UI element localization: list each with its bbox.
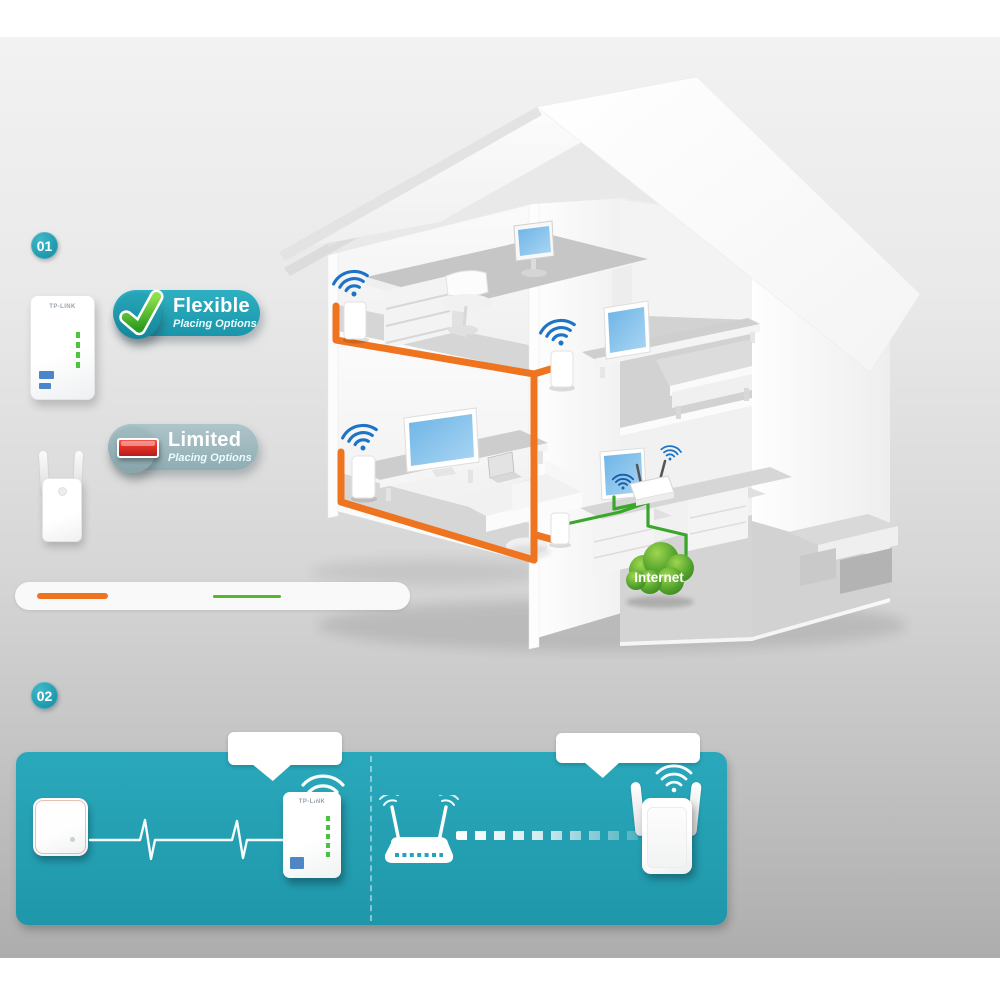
wifi-button-label xyxy=(290,857,304,869)
powerline-path xyxy=(332,302,558,564)
wifi-extender-living xyxy=(339,420,382,503)
living-tv xyxy=(403,407,480,477)
check-icon xyxy=(119,289,164,336)
wifi-icon xyxy=(301,774,345,808)
brand-label: TP-LINK xyxy=(298,799,326,805)
powerline-signal-icon xyxy=(88,818,290,861)
gable xyxy=(284,125,752,272)
flexible-title: Flexible xyxy=(173,295,250,317)
roof xyxy=(278,76,921,373)
office-monitor xyxy=(513,220,555,277)
limited-title: Limited xyxy=(168,429,242,451)
wifi-button-label xyxy=(39,371,54,379)
step-1-badge: 01 xyxy=(31,232,58,259)
led-indicators xyxy=(326,816,330,858)
antenna-range-extender-product xyxy=(32,445,90,542)
powerline-nano-adapter xyxy=(33,798,88,856)
brand-label: TP-LINK xyxy=(49,304,76,310)
house-illustration: Internet xyxy=(278,76,921,651)
pair-button-label xyxy=(39,383,51,389)
speech-bubble-tail xyxy=(252,764,292,781)
wifi-extender-bedroom xyxy=(537,315,580,392)
blocked-icon xyxy=(117,438,159,458)
flexible-subtitle: Placing Options xyxy=(173,318,257,330)
step-2-badge: 02 xyxy=(31,682,58,709)
wifi-extender-office xyxy=(330,266,373,344)
adapter-rim xyxy=(35,800,86,854)
powerline-wifi-extender-banner: TP-LINK xyxy=(283,792,341,878)
legend-ethernet-line xyxy=(213,595,281,598)
bedroom-tv xyxy=(603,300,651,360)
legend-powerline-line xyxy=(37,593,108,599)
extender-body xyxy=(42,478,82,542)
comparison-banner: TP-LINK xyxy=(16,732,727,925)
legend-bar xyxy=(15,582,410,610)
step-2-number: 02 xyxy=(36,687,53,704)
far-right-desk xyxy=(788,514,898,594)
speech-bubble-tail xyxy=(584,762,620,778)
antenna-range-extender-banner xyxy=(630,780,702,876)
wifi-link-dashes xyxy=(456,831,676,840)
internet-label: Internet xyxy=(634,570,684,585)
limited-callout: Limited Placing Options xyxy=(108,424,258,473)
limited-subtitle: Placing Options xyxy=(168,452,252,464)
extender-panel xyxy=(647,807,687,868)
wps-button xyxy=(58,487,67,496)
adapter-led xyxy=(70,837,75,842)
flexible-callout: Flexible Placing Options xyxy=(113,289,260,339)
internet-cloud: Internet xyxy=(626,542,694,608)
banner-divider xyxy=(370,756,372,921)
powerline-wifi-extender-product: TP-LINK xyxy=(30,295,95,400)
powerline-adapter-media xyxy=(549,512,571,548)
speech-bubble-left xyxy=(228,732,342,781)
extender-body xyxy=(642,798,692,874)
office-chair xyxy=(442,270,492,335)
led-indicators xyxy=(76,332,80,372)
wifi-router-icon xyxy=(379,795,459,863)
wifi-icon xyxy=(655,764,693,793)
speech-bubble-right xyxy=(556,733,700,778)
step-1-number: 01 xyxy=(36,237,53,254)
wifi-router xyxy=(629,443,683,506)
